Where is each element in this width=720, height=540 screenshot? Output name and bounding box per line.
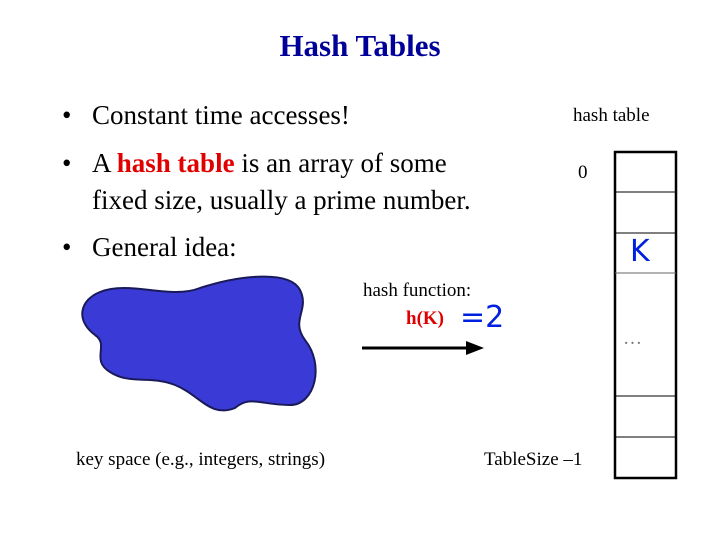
key-space-blob [81, 275, 317, 412]
ellipsis: … [623, 328, 642, 349]
bullet-2-continuation: fixed size, usually a prime number. [92, 185, 471, 215]
index-zero-label: 0 [578, 162, 588, 183]
bullet-text: General idea: [92, 232, 237, 262]
hash-function-label: hash function: [363, 280, 472, 301]
bullet-3: •General idea: [62, 232, 237, 262]
bullet-2: •A hash table is an array of some [62, 148, 447, 178]
bullet-text: A [92, 148, 117, 178]
hash-expression: h(K) [406, 308, 444, 329]
bullet-text: is an array of some [234, 148, 447, 178]
handwritten-result: =2 [460, 300, 505, 335]
bullet-text: Constant time accesses! [92, 100, 350, 130]
arrow-head [466, 341, 484, 355]
slide-title: Hash Tables [279, 28, 441, 63]
hash-table-label: hash table [573, 105, 650, 126]
handwritten-key: K [630, 234, 650, 269]
hash-table-highlight: hash table [116, 148, 235, 178]
index-last-label: TableSize –1 [484, 449, 583, 470]
bullet-1: •Constant time accesses! [62, 100, 350, 130]
key-space-label: key space (e.g., integers, strings) [76, 449, 326, 470]
hash-table-array [613, 150, 678, 480]
